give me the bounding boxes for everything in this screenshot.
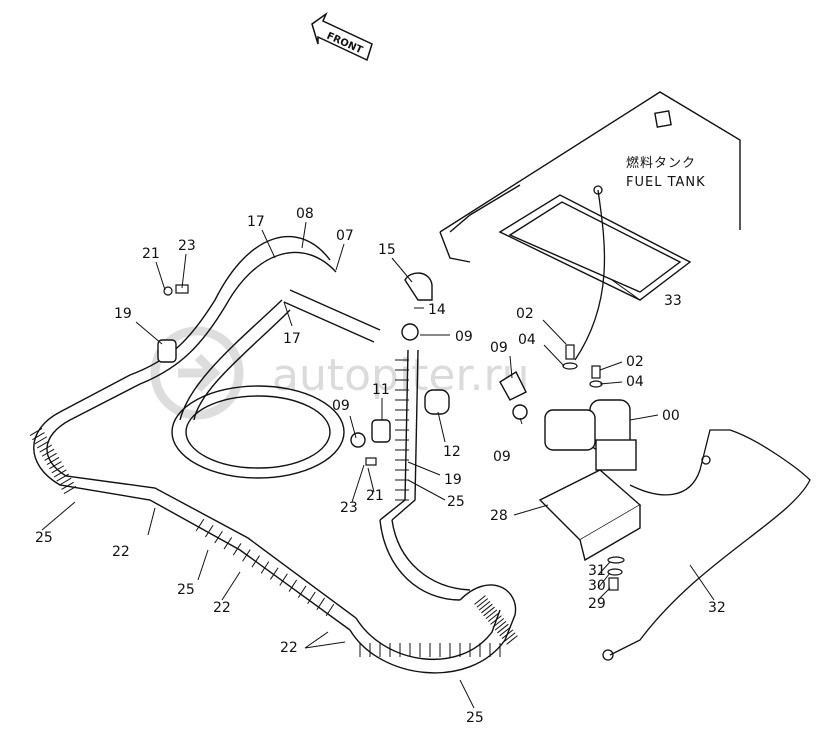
fuel-tank-label-jp: 燃料タンク — [626, 155, 696, 171]
callout-23-mid: 23 — [340, 500, 358, 516]
hardware — [163, 284, 625, 591]
sleeve-rib — [490, 615, 502, 625]
callout-09-lower: 09 — [493, 449, 511, 465]
sleeve-rib — [297, 585, 307, 598]
sleeve-rib — [195, 518, 205, 532]
sleeve-rib — [61, 481, 74, 490]
callout-17-upper: 17 — [247, 214, 265, 230]
sleeve-rib — [288, 579, 298, 592]
callout-19-left: 19 — [114, 306, 132, 322]
sleeve-rib — [214, 531, 223, 544]
callout-25-lower: 25 — [177, 582, 195, 598]
callout-02-left: 02 — [516, 306, 534, 322]
sleeve-rib — [279, 573, 288, 586]
sleeve-rib — [39, 444, 53, 453]
callout-00: 00 — [662, 408, 680, 424]
callout-22-mid: 22 — [213, 600, 231, 616]
callout-21-mid: 21 — [366, 488, 384, 504]
sleeve-rib — [499, 626, 511, 637]
callout-21-left: 21 — [142, 246, 160, 262]
callout-02-right: 02 — [626, 354, 644, 370]
callout-11: 11 — [372, 382, 390, 398]
watermark-text: autopiter.ru — [272, 350, 530, 401]
sleeve-rib — [232, 543, 242, 556]
sleeve-rib — [251, 555, 260, 568]
sleeve-rib — [483, 606, 495, 617]
sleeve-rib — [58, 477, 72, 486]
sleeve-rib — [474, 595, 486, 605]
callout-32: 32 — [708, 600, 726, 616]
callout-08: 08 — [296, 206, 314, 222]
sleeve-rib — [46, 457, 60, 465]
sleeve-rib — [32, 432, 45, 441]
sleeve-rib — [492, 618, 505, 628]
callout-07: 07 — [336, 228, 354, 244]
callout-12: 12 — [443, 444, 461, 460]
callout-33: 33 — [664, 293, 682, 309]
sleeve-rib — [49, 461, 62, 470]
callout-25-left: 25 — [35, 530, 53, 546]
sleeve-rib — [51, 465, 65, 474]
watermark: autopiter.ru — [150, 326, 530, 420]
callout-25-bottom: 25 — [466, 710, 484, 726]
callout-29: 29 — [588, 596, 606, 612]
sleeve-rib — [41, 448, 55, 457]
sleeve-rib — [29, 428, 43, 436]
sleeve-rib — [44, 452, 57, 461]
callout-23-left: 23 — [178, 238, 196, 254]
callouts: 17 08 07 15 14 09 17 19 21 23 11 09 12 1… — [35, 206, 726, 726]
sleeve-rib — [36, 440, 50, 449]
sleeve-rib — [503, 632, 516, 642]
sleeve-rib — [56, 473, 70, 482]
sleeve-rib — [223, 537, 233, 550]
sleeve-rib — [307, 591, 316, 604]
callout-15: 15 — [378, 242, 396, 258]
sleeve-rib — [501, 629, 514, 640]
leader-lines — [41, 221, 715, 709]
callout-09-top: 09 — [455, 329, 473, 345]
sleeve-rib — [34, 436, 48, 445]
sleeve-rib — [242, 549, 251, 562]
sleeve-rib — [506, 635, 518, 645]
callout-30: 30 — [588, 578, 606, 594]
callout-04-left: 04 — [518, 332, 536, 348]
sleeve-rib — [270, 567, 279, 580]
sleeve-rib — [478, 600, 491, 611]
callout-28: 28 — [490, 508, 508, 524]
fuel-tank-label-en: FUEL TANK — [626, 175, 706, 190]
callout-31: 31 — [588, 563, 606, 579]
callout-04-right: 04 — [626, 374, 644, 390]
sleeve-rib — [497, 623, 509, 634]
fuel-hose-coil — [171, 289, 381, 479]
callout-22-bottom: 22 — [280, 640, 298, 656]
sleeve-rib — [476, 598, 489, 608]
callout-09-right: 09 — [490, 340, 508, 356]
sleeve-rib — [260, 561, 270, 574]
callout-17-lower: 17 — [283, 331, 301, 347]
front-arrow-icon: FRONT — [311, 11, 373, 62]
sleeve-rib — [205, 524, 214, 538]
sleeve-rib — [481, 603, 493, 614]
sleeve-rib — [325, 603, 335, 617]
callout-22-left: 22 — [112, 544, 130, 560]
callout-19-mid: 19 — [444, 472, 462, 488]
sleeve-rib — [316, 597, 325, 611]
sleeve-rib — [485, 609, 498, 620]
corrugated-sleeve — [29, 359, 518, 657]
sleeve-rib — [63, 486, 77, 494]
sleeve-rib — [494, 620, 507, 631]
callout-14: 14 — [428, 302, 446, 318]
fuel-tank — [439, 91, 741, 301]
sleeve-rib — [487, 612, 500, 622]
sleeve-rib — [53, 469, 67, 478]
callout-09-mid: 09 — [332, 398, 350, 414]
wiring — [574, 185, 811, 661]
callout-25-mid: 25 — [447, 494, 465, 510]
fuel-filter-assembly — [157, 272, 642, 562]
